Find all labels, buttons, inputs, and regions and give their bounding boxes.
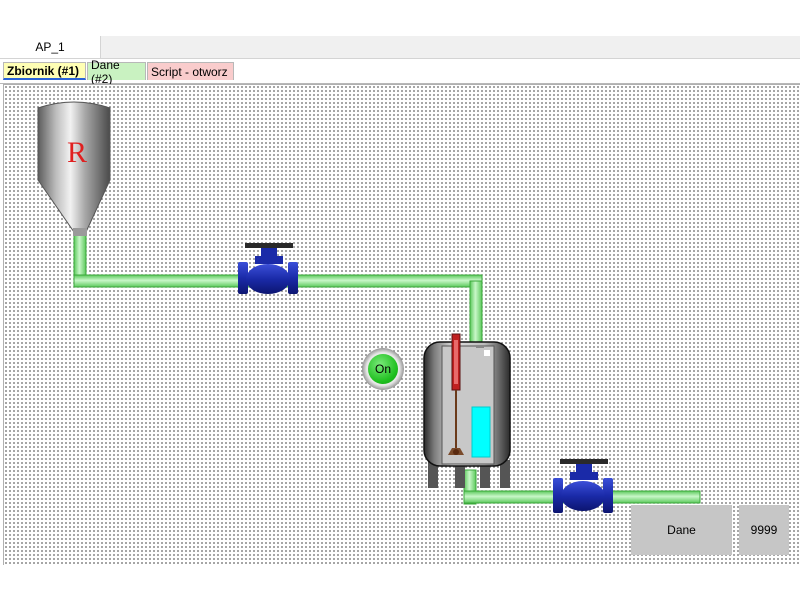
document-tab-ap1[interactable]: AP_1 [0, 36, 101, 58]
counter-display: 9999 [739, 505, 789, 555]
tab-script-otworz[interactable]: Script - otworz [147, 62, 234, 80]
hopper-silo [37, 101, 111, 236]
valve-outlet[interactable] [553, 459, 613, 513]
tab-zbiornik[interactable]: Zbiornik (#1) [3, 62, 86, 80]
on-button[interactable]: On [362, 348, 404, 390]
valve-inlet[interactable] [238, 243, 298, 294]
hopper-logo: R [67, 136, 87, 169]
on-button-label: On [368, 354, 398, 384]
dane-button[interactable]: Dane [631, 505, 732, 555]
sheet-tabbar: Zbiornik (#1) Dane (#2) Script - otworz [0, 58, 800, 86]
window-top-area [0, 0, 800, 36]
mixing-tank [423, 333, 511, 488]
document-tabbar: AP_1 [0, 36, 800, 59]
process-canvas [3, 84, 800, 565]
window-bottom-area [0, 565, 800, 600]
